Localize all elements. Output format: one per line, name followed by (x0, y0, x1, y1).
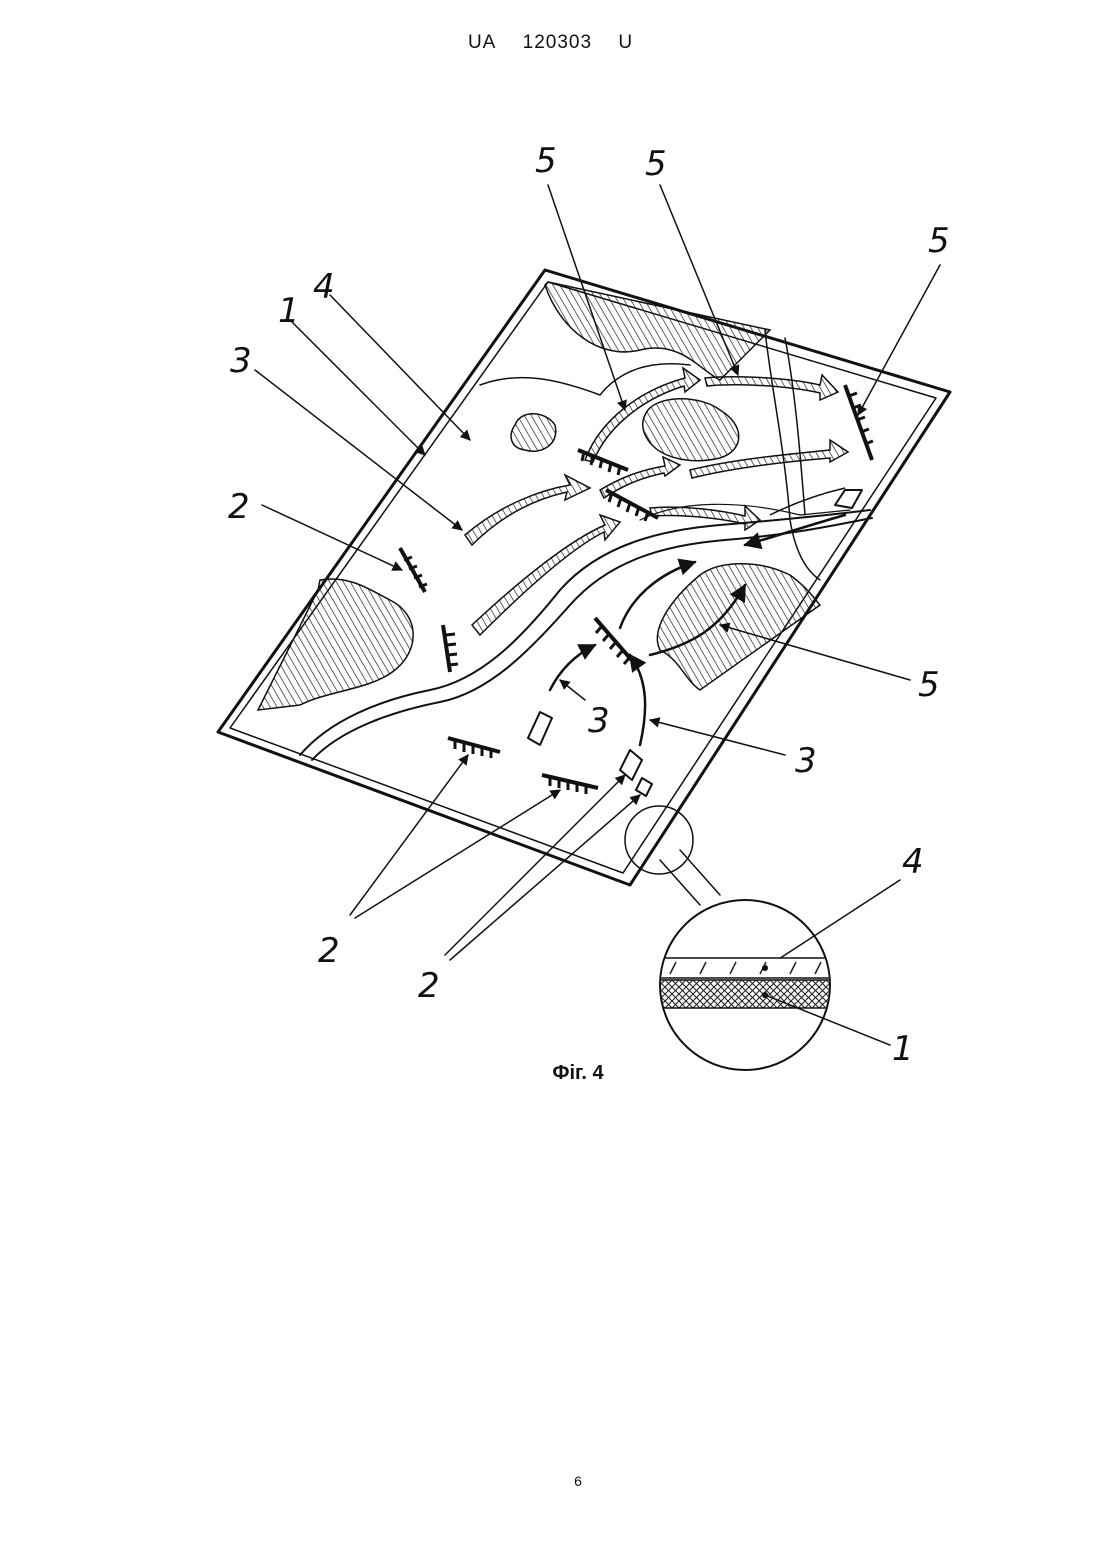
ref-3-center: 3 (588, 701, 610, 741)
ref-5-top-left: 5 (535, 141, 557, 181)
ref-3-left: 3 (230, 341, 252, 381)
ref-2-left: 2 (228, 487, 250, 527)
ref-2-bottom-left: 2 (318, 931, 340, 971)
figure-caption: Фіг. 4 (0, 1062, 1101, 1085)
map-sheet (218, 270, 950, 885)
ref-5-top-middle: 5 (645, 144, 667, 184)
ref-5-right: 5 (918, 665, 940, 705)
ref-3-right: 3 (795, 741, 817, 781)
river (300, 330, 872, 760)
ref-2-bottom-middle: 2 (418, 966, 440, 1006)
ref-5-top-right: 5 (928, 221, 950, 261)
ref-1-top: 1 (278, 291, 300, 331)
page-number: 6 (0, 1473, 1101, 1489)
ref-4-detail: 4 (902, 842, 924, 882)
ref-4-top: 4 (313, 267, 335, 307)
